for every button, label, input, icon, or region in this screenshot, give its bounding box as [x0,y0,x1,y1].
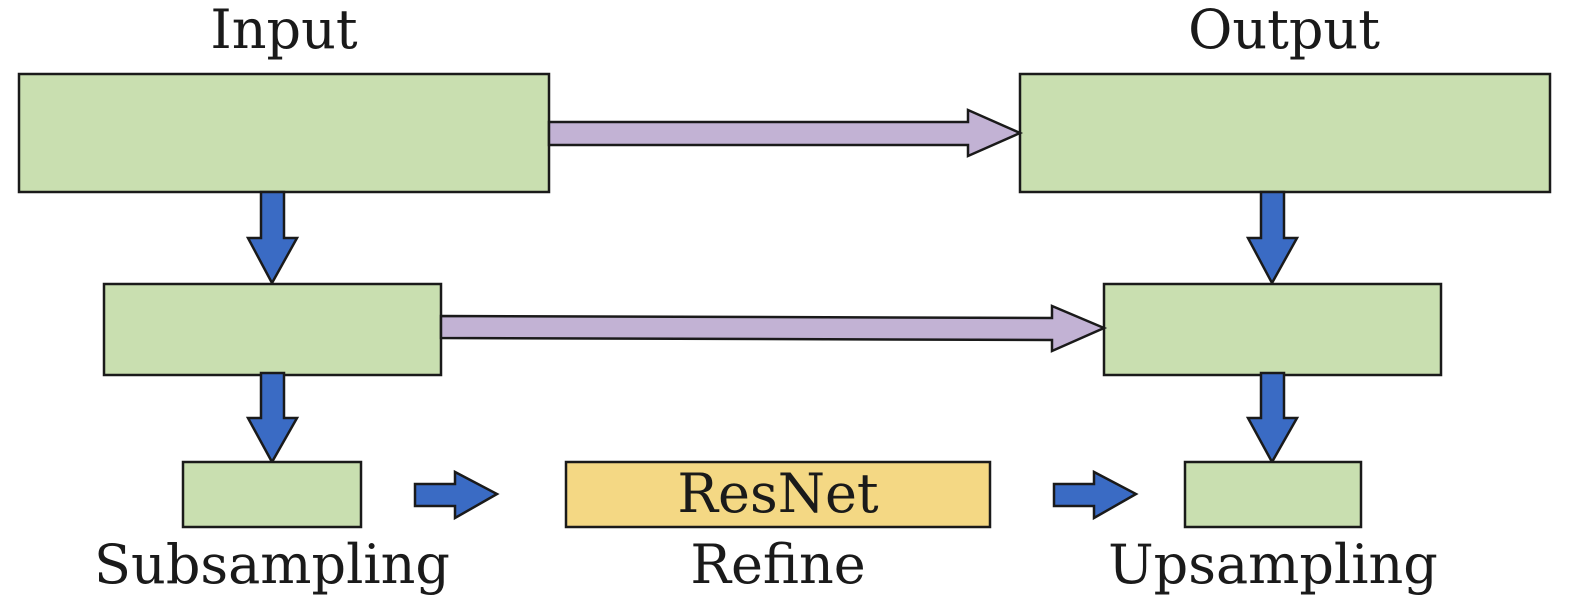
refine-label: Refine [690,533,865,596]
subsampling-label: Subsampling [94,533,450,596]
resnet-box [564,460,992,529]
skip-connection-arrow-top [547,108,1024,158]
down-arrow-input-1 [245,190,300,286]
upsampled-feature-box-1 [1102,282,1443,377]
subsampled-feature-box-2 [181,460,363,529]
resnet-label: ResNet [677,462,879,525]
subsampled-feature-box-1 [102,282,443,377]
upsampled-feature-box-2 [1183,460,1363,529]
down-arrow-output-1 [1245,190,1300,286]
input-label: Input [210,0,357,61]
skip-connection-arrow-middle [439,304,1108,353]
input-feature-box [17,72,551,194]
right-arrow-from-resnet [1052,469,1139,521]
down-arrow-output-2 [1245,371,1300,465]
output-feature-box [1018,72,1552,194]
upsampling-label: Upsampling [1108,533,1438,596]
output-label: Output [1188,0,1380,61]
down-arrow-input-2 [245,371,300,465]
right-arrow-to-resnet [413,469,500,521]
